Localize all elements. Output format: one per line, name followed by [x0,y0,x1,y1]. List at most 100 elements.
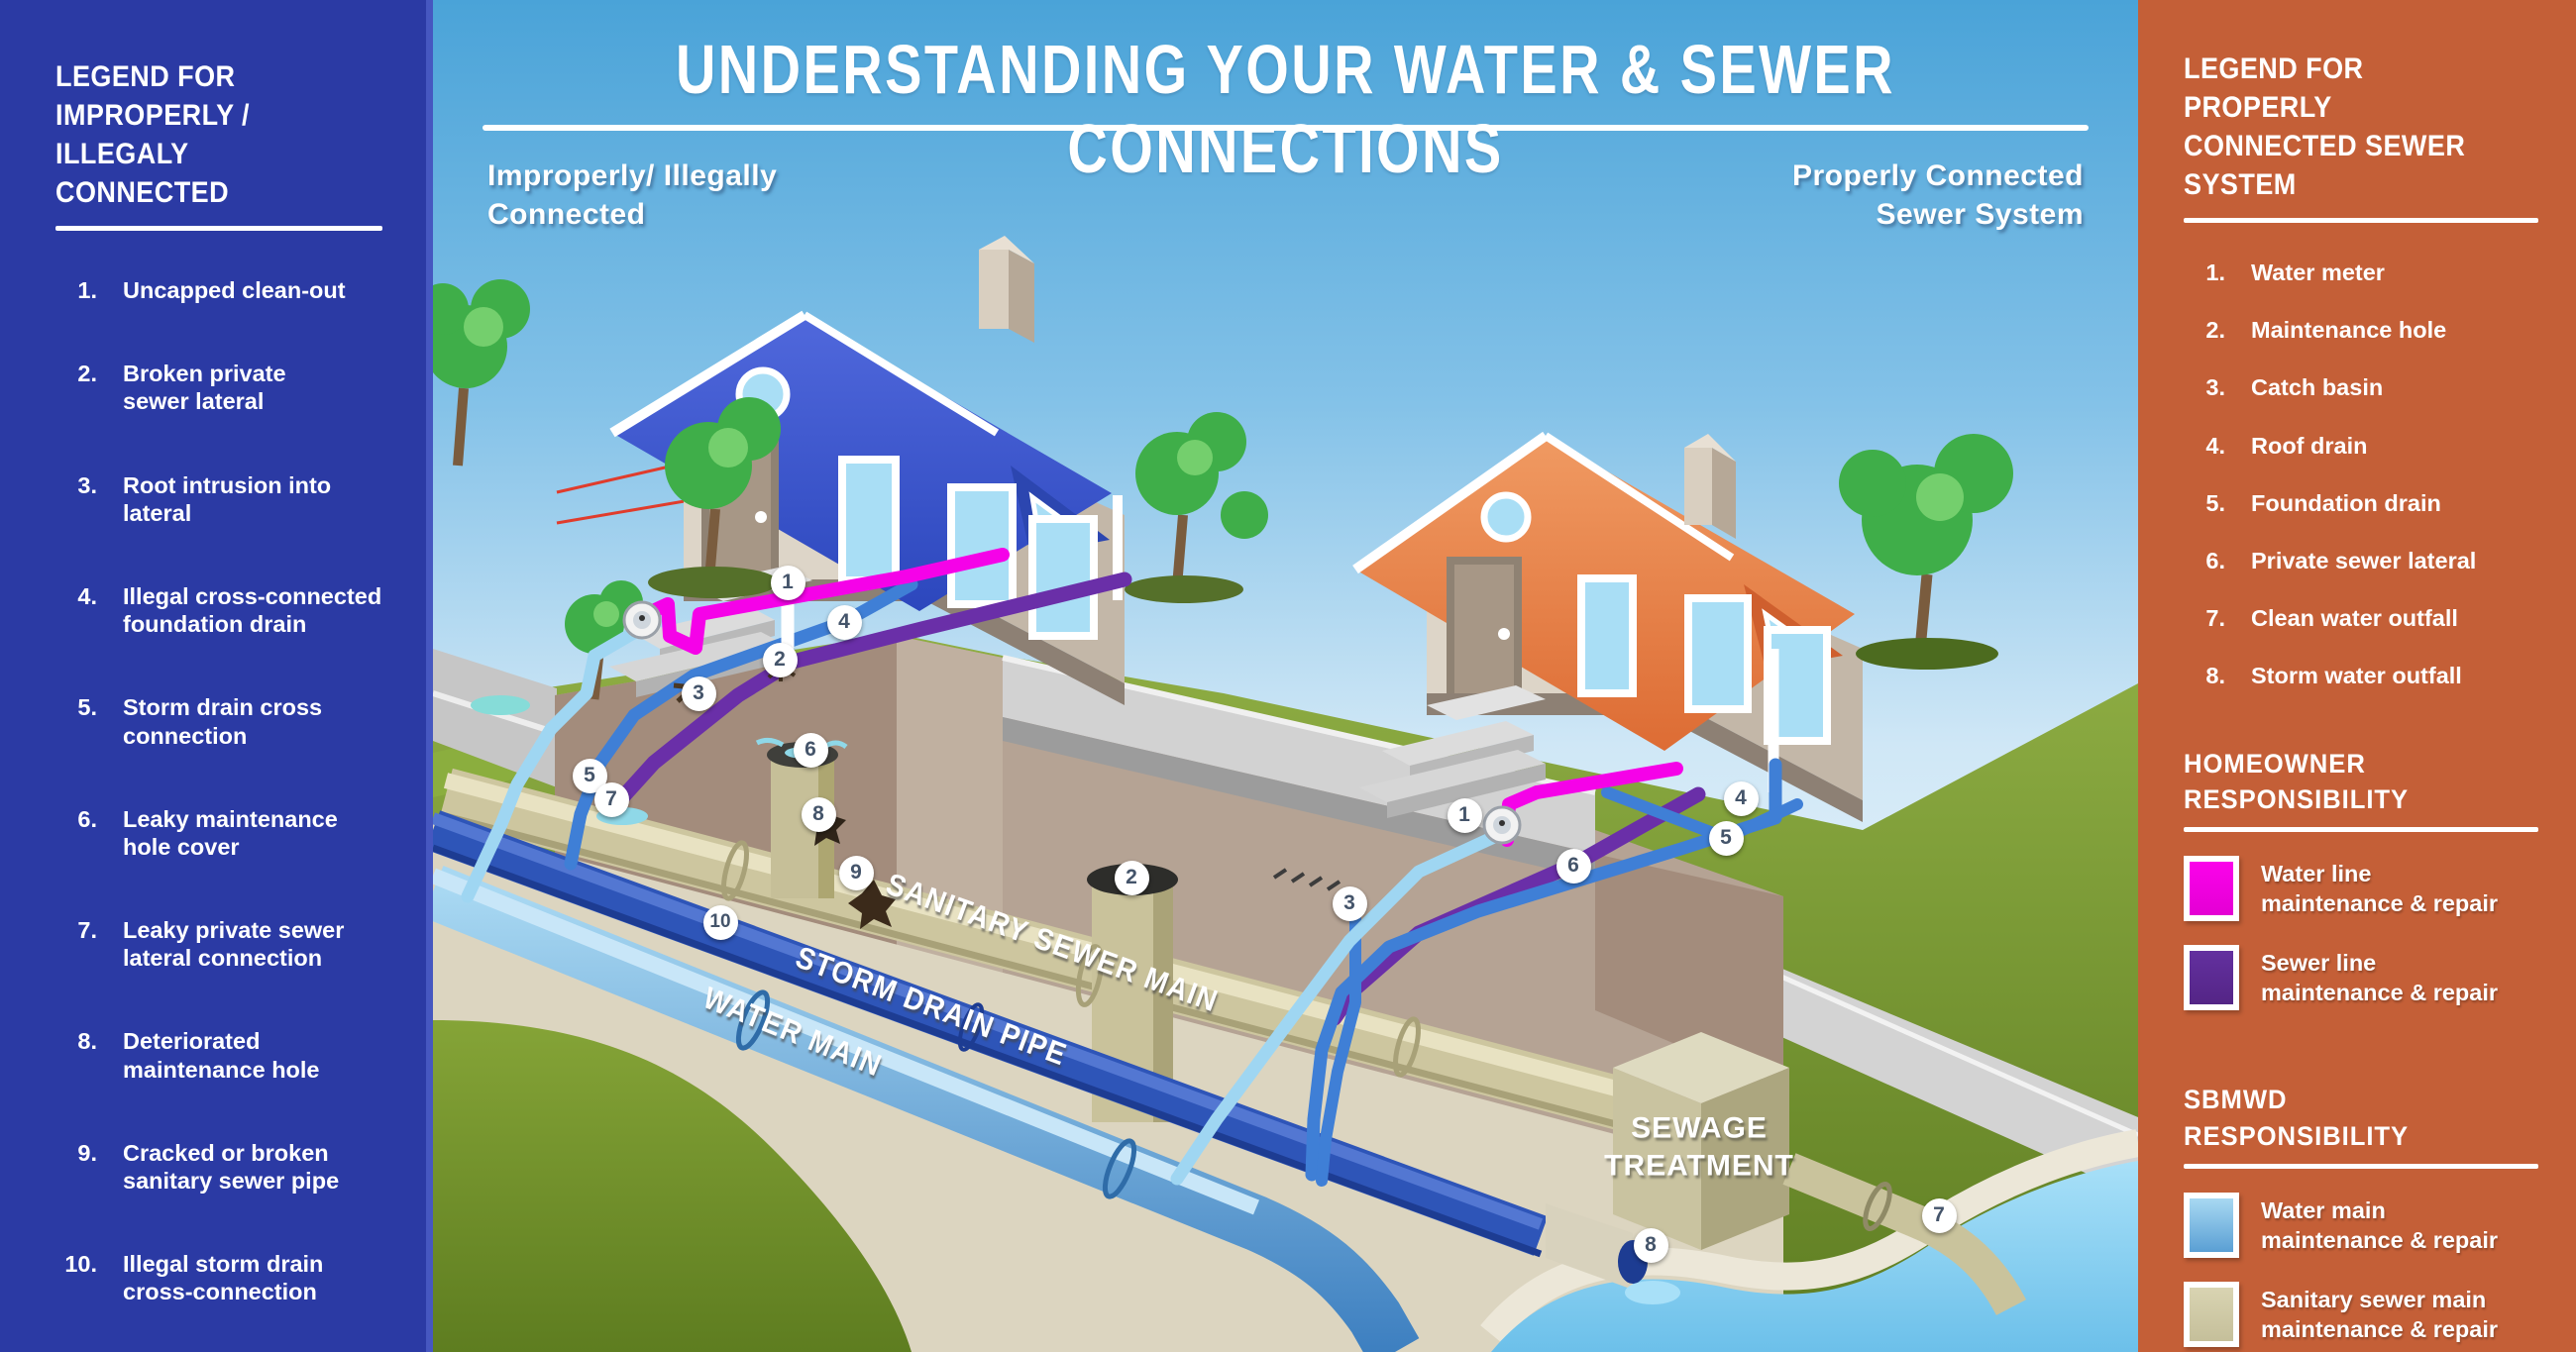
legend-item-label: Storm drain cross connection [123,694,323,749]
tree-icon [1839,434,2013,670]
door-knob-left [755,511,767,523]
clean-water-outfall-pipe [1782,1153,2027,1316]
legend-item-number: 6. [77,805,97,832]
label-sewage-treatment: SEWAGE TREATMENT [1604,1111,1794,1183]
water-meter-proper [1482,805,1522,845]
legend-proper-panel: LEGEND FOR PROPERLY CONNECTED SEWER SYST… [2138,0,2576,1352]
legend-item-label: Catch basin [2251,374,2384,401]
tree-icon [1125,412,1268,603]
water-line-row: Water line maintenance & repair [2184,856,2546,922]
tree-icon [433,279,530,467]
sewer-lateral-improper [608,572,1132,812]
legend-item-label: Foundation drain [2251,489,2441,516]
sewage-treatment-plant [1613,1032,2027,1316]
title-underline [483,125,2089,131]
legend-item-number: 4. [2205,432,2225,459]
legend-improper-title: LEGEND FOR IMPROPERLY / ILLEGALY CONNECT… [55,60,250,209]
legend-item: 3. Root intrusion into lateral [55,471,396,527]
water-main-label: Water main maintenance & repair [2261,1196,2499,1254]
legend-item: 7. Clean water outfall [2184,604,2546,632]
legend-item-number: 1. [2205,260,2225,285]
sewer-line-swatch [2184,945,2239,1011]
legend-improper-list: 1. Uncapped clean-out 2. Broken private … [55,276,396,1306]
legend-item-number: 4. [77,582,97,609]
sewer-line-row: Sewer line maintenance & repair [2184,945,2546,1011]
caption-improper: Improperly/ Illegally Connected [487,159,778,231]
legend-item-number: 8. [77,1028,97,1055]
legend-improper-panel: LEGEND FOR IMPROPERLY / ILLEGALY CONNECT… [0,0,433,1352]
sanitary-sewer-main-pipe [439,768,1642,1134]
door-knob-right [1498,628,1510,640]
legend-item: 8. Deteriorated maintenance hole [55,1027,396,1083]
legend-item-label: Leaky private sewer lateral connection [123,917,345,972]
legend-item-label: Deteriorated maintenance hole [123,1028,320,1083]
tree-icon [648,397,781,598]
legend-item-number: 2. [77,361,97,387]
legend-item-label: Cracked or broken sanitary sewer pipe [123,1139,340,1194]
legend-item: 1. Uncapped clean-out [55,276,396,304]
legend-item-label: Maintenance hole [2251,317,2447,344]
sanitary-main-swatch [2184,1282,2239,1348]
legend-item: 6. Leaky maintenance hole cover [55,805,396,861]
water-main-row: Water main maintenance & repair [2184,1193,2546,1259]
root-splat-main [848,880,896,929]
legend-item-number: 8. [2205,663,2225,689]
porthole-window-right [1480,491,1532,543]
sbmwd-responsibility-section: SBMWD RESPONSIBILITY Water main maintena… [2184,1082,2546,1348]
legend-item-number: 9. [77,1139,97,1166]
legend-item-number: 10. [64,1251,97,1278]
legend-item-label: Leaky maintenance hole cover [123,805,338,860]
steps-right [1359,685,1546,818]
legend-item: 7. Leaky private sewer lateral connectio… [55,916,396,972]
chimney-left [979,236,1034,343]
legend-improper-underline [55,226,382,231]
legend-item-number: 5. [2205,489,2225,516]
legend-item: 8. Storm water outfall [2184,662,2546,689]
legend-proper-underline [2184,218,2538,223]
legend-item-label: Water meter [2251,260,2385,285]
storm-drain-pipe [433,810,1549,1258]
water-service-proper [1170,830,1501,1186]
homeowner-responsibility-section: HOMEOWNER RESPONSIBILITY Water line main… [2184,746,2546,1011]
legend-item-label: Clean water outfall [2251,605,2458,632]
legend-item: 2. Broken private sewer lateral [55,360,396,415]
legend-item: 9. Cracked or broken sanitary sewer pipe [55,1139,396,1195]
water-main-pipe [433,866,1420,1352]
legend-item-label: Root intrusion into lateral [123,471,332,526]
page-title: UNDERSTANDING YOUR WATER & SEWER CONNECT… [675,31,1896,187]
homeowner-responsibility-title: HOMEOWNER RESPONSIBILITY [2184,748,2410,814]
legend-item-label: Private sewer lateral [2251,547,2477,573]
legend-item-label: Storm water outfall [2251,663,2462,689]
legend-item-number: 1. [77,277,97,303]
sewer-line-label: Sewer line maintenance & repair [2261,949,2499,1006]
legend-item-number: 5. [77,694,97,721]
legend-item: 5. Foundation drain [2184,489,2546,517]
legend-item: 10. Illegal storm drain cross-connection [55,1250,396,1305]
legend-item: 2. Maintenance hole [2184,316,2546,344]
legend-item: 3. Catch basin [2184,373,2546,401]
legend-item: 5. Storm drain cross connection [55,693,396,749]
sanitary-main-row: Sanitary sewer main maintenance & repair [2184,1282,2546,1348]
legend-item-label: Broken private sewer lateral [123,361,286,415]
water-line-swatch [2184,856,2239,922]
legend-item-label: Roof drain [2251,432,2368,459]
illustration-stage: UNDERSTANDING YOUR WATER & SEWER CONNECT… [433,0,2138,1352]
legend-item: 4. Illegal cross-connected foundation dr… [55,582,396,638]
house-proper [1352,431,1863,822]
legend-item-label: Illegal storm drain cross-connection [123,1251,324,1305]
trees [433,279,2013,700]
hill-bottom-left [433,1020,912,1352]
legend-item: 4. Roof drain [2184,432,2546,460]
legend-proper-title: LEGEND FOR PROPERLY CONNECTED SEWER SYST… [2184,52,2466,201]
legend-item-number: 3. [77,471,97,498]
water-meter-improper [622,600,662,640]
catch-basin-grate [1272,868,1342,891]
caption-proper: Properly Connected Sewer System [1791,159,2084,231]
water-service-improper [461,617,656,903]
water-line-improper [635,548,1010,655]
legend-item-number: 6. [2205,547,2225,573]
legend-item-label: Uncapped clean-out [123,277,346,303]
legend-item-number: 2. [2205,317,2225,344]
sbmwd-responsibility-title: SBMWD RESPONSIBILITY [2184,1085,2410,1151]
